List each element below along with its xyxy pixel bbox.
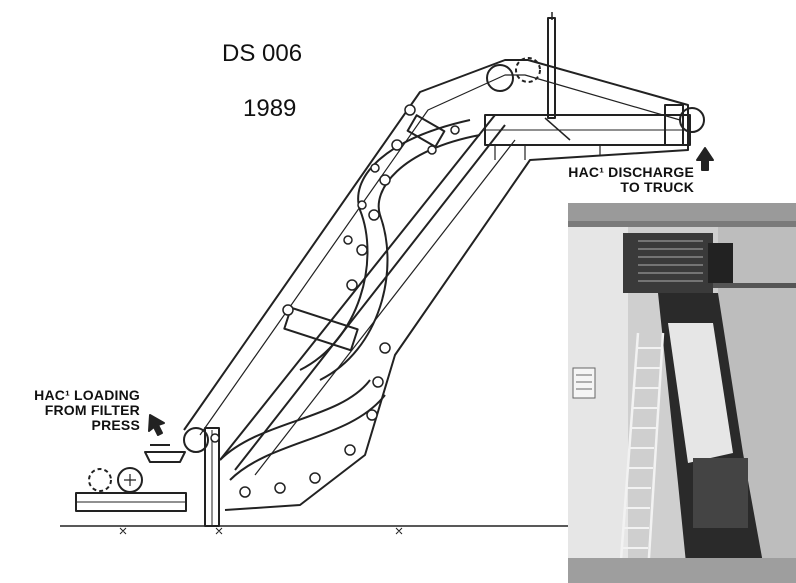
discharge-arrow [696, 147, 714, 171]
belt-curve-inner [319, 134, 481, 381]
loading-label: HAC¹ LOADING FROM FILTER PRESS [6, 388, 140, 433]
head-pulley [679, 107, 705, 133]
loading-label-line: PRESS [91, 417, 140, 433]
ground-hatch [119, 527, 403, 535]
document-code: DS 006 [222, 40, 303, 67]
incline-rail-b [234, 124, 506, 471]
document-year: 1989 [243, 95, 297, 122]
photo-ladder [618, 332, 665, 574]
tail-pulley [183, 427, 209, 453]
photo-vent [572, 367, 596, 399]
discharge-label-line: HAC¹ DISCHARGE [568, 164, 694, 180]
drive-pulley-dashed [515, 57, 541, 83]
feed-pulley [117, 467, 143, 493]
loading-hopper [144, 444, 186, 463]
installation-photo [568, 203, 796, 583]
incline-rail-a [219, 114, 496, 461]
loading-label-line: HAC¹ LOADING [34, 387, 140, 403]
drive-pulley [486, 64, 514, 92]
take-up-plate [283, 306, 359, 352]
photo-drive-unit [623, 233, 713, 293]
head-frame [664, 104, 684, 146]
discharge-label-line: TO TRUCK [620, 179, 694, 195]
outer-frame [183, 59, 689, 511]
discharge-label: HAC¹ DISCHARGE TO TRUCK [516, 165, 694, 195]
loading-arrow [148, 414, 165, 436]
loading-label-line: FROM FILTER [44, 402, 140, 418]
feed-pulley-dashed [88, 468, 112, 492]
belt-curve-outer [299, 119, 471, 371]
